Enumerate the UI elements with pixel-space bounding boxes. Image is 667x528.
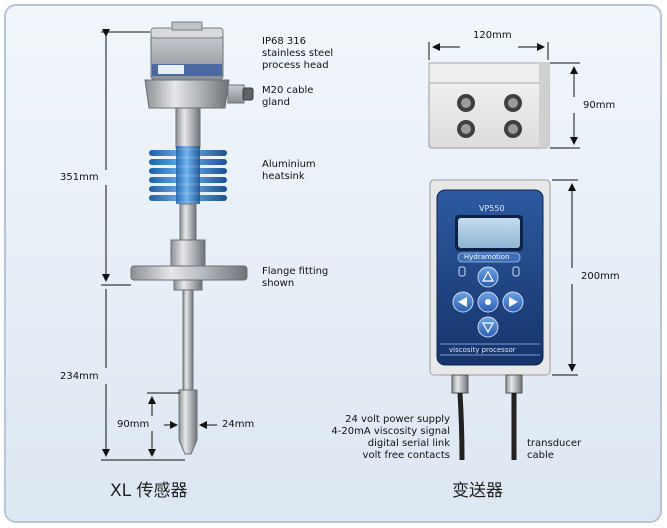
device-brand: Hydramotion (464, 253, 510, 261)
cable-left-line: volt free contacts (362, 450, 450, 461)
cable-gland (227, 84, 254, 104)
cables (451, 374, 523, 461)
dim-label-tip-width: 24mm (222, 419, 255, 430)
box-dimensions (428, 42, 580, 149)
up-button[interactable] (477, 266, 499, 288)
sensor-title: XL 传感器 (110, 481, 188, 501)
sensor-drawing (130, 21, 254, 455)
led-icon (458, 266, 466, 277)
cable-left-line: 4-20mA viscosity signal (331, 426, 450, 437)
dim-label-unit-height: 200mm (581, 271, 620, 282)
dim-label-width: 120mm (473, 30, 512, 41)
left-arrow-icon (458, 297, 467, 307)
gland-hole (504, 120, 522, 138)
down-button[interactable] (477, 316, 499, 338)
right-arrow-icon (509, 297, 518, 307)
callout-cable-gland: M20 cable gland (262, 85, 314, 108)
enter-dot-icon (485, 299, 491, 305)
sensor-dimensions (101, 29, 217, 461)
junction-box (428, 62, 550, 149)
callout-process-head: IP68 316 stainless steel process head (262, 36, 334, 71)
lcd-screen (458, 218, 520, 248)
heatsink (149, 146, 227, 204)
device-footer: viscosity processor (449, 346, 516, 354)
dim-label-upper: 351mm (60, 172, 99, 183)
transmitter-title: 变送器 (452, 481, 503, 501)
callout-heatsink: Aluminium heatsink (262, 159, 316, 182)
callout-flange: Flange fitting shown (262, 266, 329, 289)
up-arrow-icon (481, 270, 495, 282)
unit-dimensions (552, 179, 578, 376)
gland-hole (457, 120, 475, 138)
cable-right-label: transducer cable (527, 438, 582, 461)
keypad (452, 266, 524, 338)
cable-left-line: digital serial link (367, 438, 450, 449)
device-model: VP550 (479, 204, 505, 213)
sensor-tip (178, 389, 198, 455)
diagram-frame (4, 4, 662, 523)
flange (130, 265, 248, 291)
transmitter-unit (429, 179, 551, 376)
led-icon (512, 266, 520, 277)
brand-badge (457, 252, 521, 263)
dim-label-box-height: 90mm (583, 100, 616, 111)
gland-hole (504, 94, 522, 112)
dim-label-tip-height: 90mm (117, 419, 150, 430)
cable-left-line: 24 volt power supply (345, 414, 450, 425)
gland-hole (457, 94, 475, 112)
down-arrow-icon (481, 322, 495, 334)
dim-label-lower: 234mm (60, 371, 99, 382)
